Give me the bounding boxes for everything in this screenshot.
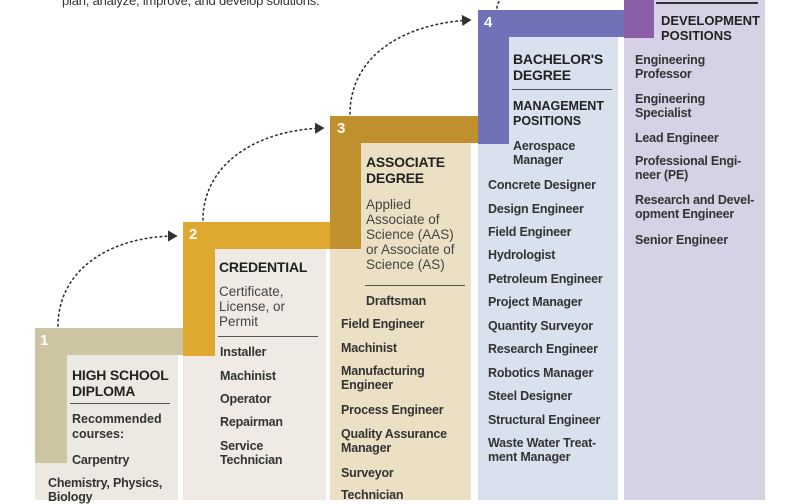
step-3-item: Draftsman (366, 294, 427, 308)
step-4-item: Hydrologist (488, 248, 556, 262)
step-4-item: Structural Engineer (488, 413, 601, 427)
step-5-riser (624, 0, 654, 38)
step-2-item: Repairman (220, 415, 283, 429)
step-3-item: Technician (341, 488, 404, 502)
step-3-rule (365, 285, 465, 286)
step-5-item: Research and Devel- opment Engineer (635, 193, 755, 221)
step-5-item: Professional Engi- neer (PE) (635, 154, 742, 182)
step-3-item: Quality Assurance Manager (341, 427, 447, 455)
step-1-title: HIGH SCHOOL DIPLOMA (72, 367, 169, 399)
step-5-item: Engineering Specialist (635, 92, 706, 120)
step-1-number: 1 (40, 332, 49, 349)
step-2-description: Certificate, License, or Permit (219, 284, 286, 329)
step-4-item: Robotics Manager (488, 366, 594, 380)
step-5-item: Senior Engineer (635, 233, 728, 247)
step-4-rule (512, 89, 612, 90)
step-4-item: Concrete Designer (488, 178, 596, 192)
step-4-number: 4 (484, 14, 493, 31)
step-5-item: Engineering Professor (635, 53, 706, 81)
step-2-item: Machinist (220, 369, 276, 383)
step-4-title: BACHELOR'S DEGREE (513, 51, 603, 83)
step-5-title: DEVELOPMENT POSITIONS (661, 13, 760, 43)
step-4-item: Steel Designer (488, 389, 573, 403)
step-3-item: Machinist (341, 341, 397, 355)
arrow-3-to-4 (349, 14, 472, 115)
step-5-panel (624, 0, 765, 500)
step-2-riser (183, 222, 215, 356)
step-1-item: Carpentry (72, 453, 130, 467)
step-3-number: 3 (337, 120, 346, 137)
step-2-item: Operator (220, 392, 272, 406)
step-2-item: Installer (220, 345, 267, 359)
step-4-item: Petroleum Engineer (488, 272, 603, 286)
step-1-subtitle: Recommended courses: (72, 412, 162, 441)
step-1-rule (70, 403, 170, 404)
arrow-4-to-5 (496, 0, 502, 9)
step-3-item: Surveyor (341, 466, 394, 480)
step-3-title: ASSOCIATE DEGREE (366, 154, 445, 186)
step-3-riser (330, 116, 361, 249)
step-5-item: Lead Engineer (635, 131, 719, 145)
step-3-item: Manufacturing Engineer (341, 364, 425, 392)
step-4-riser (478, 10, 509, 144)
arrow-1-to-2 (57, 230, 178, 327)
step-4-item: Field Engineer (488, 225, 572, 239)
step-4-item: Quantity Surveyor (488, 319, 593, 333)
step-4-item: Research Engineer (488, 342, 598, 356)
step-4-item: Design Engineer (488, 202, 584, 216)
arrow-2-to-3 (202, 122, 325, 221)
step-4-item: Project Manager (488, 295, 583, 309)
step-4-item: Aerospace Manager (513, 139, 576, 167)
step-2-number: 2 (189, 226, 198, 243)
step-2-rule (218, 336, 318, 337)
step-4-subtitle: MANAGEMENT POSITIONS (513, 99, 604, 128)
step-5-top-rule (656, 2, 758, 4)
step-4-item: Waste Water Treat- ment Manager (488, 436, 597, 464)
step-3-description: Applied Associate of Science (AAS) or As… (366, 197, 455, 272)
intro-text: plan, analyze, improve, and develop solu… (62, 0, 320, 8)
step-1-riser (35, 328, 67, 463)
step-3-item: Process Engineer (341, 403, 444, 417)
step-2-title: CREDENTIAL (219, 259, 308, 275)
step-2-item: Service Technician (220, 439, 283, 467)
step-3-item: Field Engineer (341, 317, 425, 331)
